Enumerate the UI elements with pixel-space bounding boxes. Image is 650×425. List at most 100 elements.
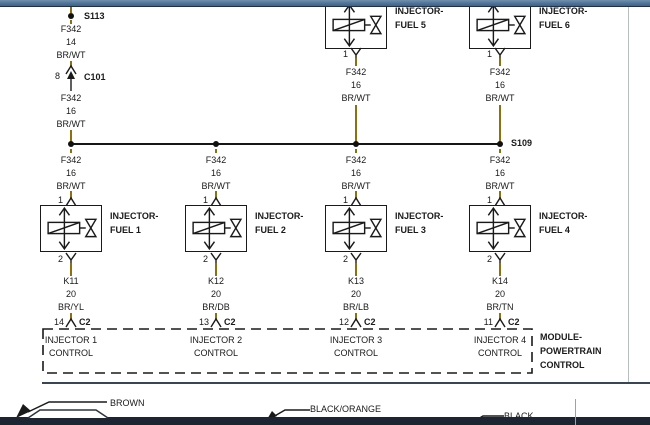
wire-segment (70, 149, 72, 153)
bus-junction-dot (353, 141, 359, 147)
connector-label-c101: C101 (84, 72, 106, 82)
wire-segment (355, 58, 357, 66)
injector-coil-valve-icon (476, 206, 527, 251)
pcm-connector-label: C2 (79, 317, 91, 327)
top-scroll-bar (0, 0, 650, 7)
wire-segment (70, 130, 72, 142)
injector-label: INJECTOR- (110, 211, 159, 221)
pin-number: 1 (486, 195, 492, 205)
pcm-connector-label: C2 (224, 317, 236, 327)
injector-label: INJECTOR- (395, 211, 444, 221)
wire-color: BR/WT (485, 181, 515, 191)
wire-gauge: 16 (494, 80, 505, 90)
bus-junction-dot (68, 141, 74, 147)
pin-number: 1 (202, 195, 208, 205)
wire-color: BR/LB (342, 302, 369, 312)
wire-circuit: K13 (347, 276, 364, 286)
wire-circuit: F342 (489, 155, 511, 165)
wire-segment (355, 149, 357, 153)
wire-gauge: 20 (350, 289, 361, 299)
wire-circuit: F342 (60, 155, 82, 165)
splice-dot-s109 (497, 141, 503, 147)
bus-wire (71, 143, 501, 145)
wire-gauge: 20 (494, 289, 505, 299)
wire-segment (499, 105, 501, 143)
legend-brown-arrow-icon (16, 401, 107, 418)
pcm-connector-label: C2 (364, 317, 376, 327)
pcm-function-label: CONTROL (333, 348, 378, 358)
pin-number: 2 (57, 254, 63, 264)
pcm-connector-label: C2 (508, 317, 520, 327)
wire-color: BR/WT (341, 93, 371, 103)
wire-segment (355, 263, 357, 276)
wire-segment (355, 105, 357, 143)
pin-number: 2 (202, 254, 208, 264)
wire-circuit: K11 (63, 276, 79, 286)
wire-circuit: F342 (345, 67, 367, 77)
wire-segment (215, 191, 217, 198)
wire-gauge: 14 (65, 37, 76, 47)
bus-junction-dot (213, 141, 219, 147)
fork-connector-icon (65, 196, 77, 207)
wire-circuit: F342 (60, 93, 82, 103)
pcm-pin-number: 13 (198, 317, 209, 327)
injector-coil-valve-icon (192, 206, 243, 251)
pin-number: 1 (342, 195, 348, 205)
legend-wire-connector-icon (27, 409, 109, 419)
pcm-pin-number: 11 (483, 317, 493, 327)
wire-gauge: 16 (65, 106, 76, 116)
injector-coil-valve-icon (476, 3, 527, 48)
wire-segment (70, 263, 72, 276)
wire-gauge: 16 (210, 168, 221, 178)
legend-brown-label: BROWN (110, 398, 145, 408)
pcm-function-label: CONTROL (477, 348, 522, 358)
wire-color: BR/WT (56, 50, 86, 60)
wire-color: BR/WT (341, 181, 371, 191)
injector-box-fuel2 (185, 205, 247, 252)
wire-circuit: F342 (205, 155, 227, 165)
pcm-dashed-box (42, 328, 533, 374)
injector-box-fuel4 (469, 205, 531, 252)
fork-connector-icon (65, 317, 77, 328)
wire-segment (499, 58, 501, 66)
wire-color: BR/WT (485, 93, 515, 103)
splice-label-s109: S109 (511, 138, 533, 148)
fork-connector-icon (210, 196, 222, 207)
pcm-module-label: CONTROL (540, 360, 585, 370)
wire-circuit: F342 (345, 155, 367, 165)
pin-number: 2 (486, 254, 492, 264)
wire-gauge: 16 (350, 168, 361, 178)
injector-box-fuel3 (325, 205, 387, 252)
injector-label: INJECTOR- (395, 6, 444, 16)
injector-label: INJECTOR- (539, 211, 588, 221)
wire-segment (215, 149, 217, 153)
wire-segment (70, 20, 72, 24)
wire-segment (215, 263, 217, 276)
injector-coil-valve-icon (47, 206, 98, 251)
pcm-module-label: POWERTRAIN (540, 346, 602, 356)
fork-connector-icon (350, 317, 362, 328)
injector-label: FUEL 3 (395, 225, 426, 235)
wire-circuit: F342 (489, 67, 511, 77)
wire-gauge: 16 (494, 168, 505, 178)
fork-connector-icon (494, 317, 506, 328)
injector-coil-valve-icon (332, 206, 383, 251)
legend-wire-sample-bar (0, 417, 650, 425)
wire-circuit: K14 (491, 276, 508, 286)
injector-box-fuel6 (469, 2, 531, 49)
legend-black-label: BLACK (504, 411, 534, 421)
pcm-pin-number: 14 (53, 317, 64, 327)
wire-color: BR/WT (201, 181, 231, 191)
wire-color: BR/YL (57, 302, 84, 312)
wire-segment (499, 149, 501, 153)
pin-number: 1 (57, 195, 63, 205)
legend-divider (575, 399, 576, 425)
wire-segment (215, 313, 217, 319)
pcm-pin-number: 12 (338, 317, 349, 327)
injector-label: INJECTOR- (255, 211, 304, 221)
wire-segment (70, 313, 72, 319)
wire-circuit: F342 (60, 24, 82, 34)
fork-connector-icon (350, 196, 362, 207)
wire-segment (70, 191, 72, 198)
